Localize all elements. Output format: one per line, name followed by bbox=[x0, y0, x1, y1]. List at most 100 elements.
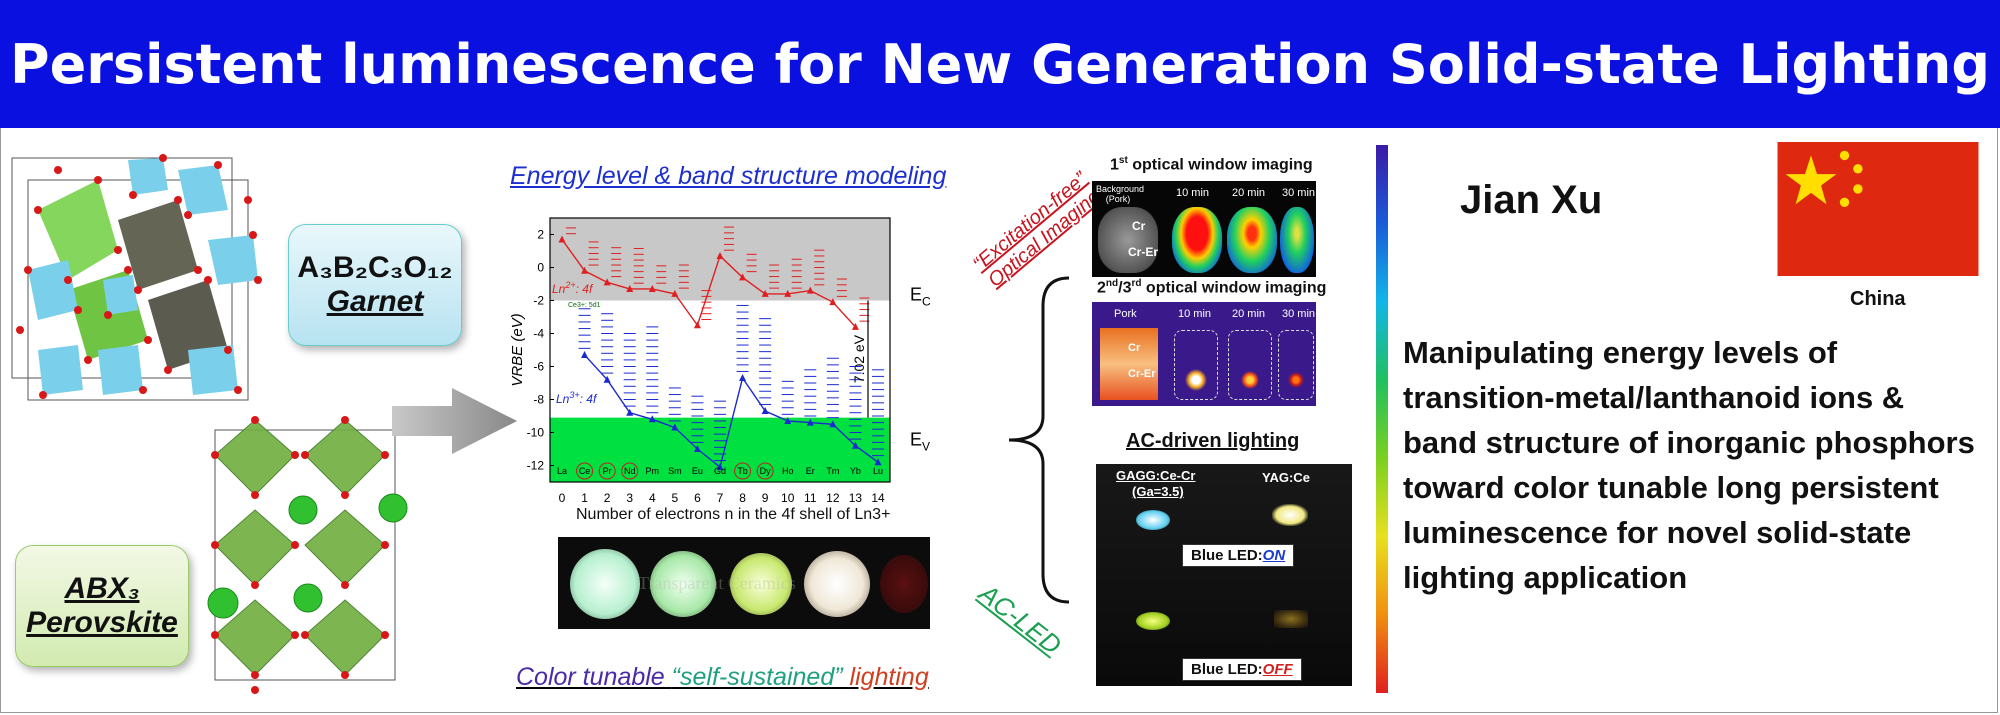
glow-sample-red bbox=[880, 555, 928, 613]
blue-led-off-tag: Blue LED:OFF bbox=[1182, 658, 1302, 681]
curly-brace-icon bbox=[1008, 276, 1070, 604]
window23-marker-cr: Cr bbox=[1128, 342, 1141, 354]
ion-label-12: Tm bbox=[826, 466, 839, 476]
glow-caption: Transparent Ceramics bbox=[638, 573, 796, 593]
x-tick-13: 13 bbox=[849, 491, 863, 505]
caption-part-1: Color tunable bbox=[516, 663, 672, 691]
rainbow-divider bbox=[1376, 145, 1388, 693]
window1-30min-heatmap bbox=[1280, 207, 1314, 273]
conduction-band-label: EC bbox=[910, 285, 931, 309]
window1-marker-crer: Cr-Er bbox=[1128, 245, 1159, 259]
vrbe-chart: 20-2-4-6-8-10-120La1Ce2Pr3Nd4Pm5Sm6Eu7Gd… bbox=[510, 217, 931, 505]
x-tick-7: 7 bbox=[717, 491, 724, 505]
caption-part-2: “self-sustained” bbox=[671, 663, 843, 691]
ion-label-1: Ce bbox=[579, 466, 591, 476]
y-axis-label: VRBE (eV) bbox=[510, 313, 526, 386]
series-point-0-6 bbox=[693, 321, 701, 329]
garnet-name: Garnet bbox=[326, 285, 424, 318]
series-point-0-10 bbox=[784, 289, 792, 297]
ion-label-4: Pm bbox=[646, 466, 660, 476]
perovskite-formula: ABX₃ bbox=[64, 572, 140, 605]
series-point-1-12 bbox=[829, 420, 837, 428]
content-frame bbox=[0, 128, 1998, 713]
x-tick-14: 14 bbox=[871, 491, 885, 505]
x-tick-11: 11 bbox=[804, 491, 817, 505]
ion-label-2: Pr bbox=[603, 466, 612, 476]
perovskite-crystal-image bbox=[211, 416, 408, 694]
ion-circle-9 bbox=[756, 462, 774, 480]
series-point-1-9 bbox=[761, 407, 769, 415]
ion-circle-8 bbox=[734, 462, 752, 480]
series-point-1-2 bbox=[603, 375, 611, 383]
ln3-series-label: Ln3+: 4f bbox=[556, 390, 598, 406]
ac-on-sample2-glow bbox=[1272, 504, 1308, 526]
window1-imaging-panel: Background (Pork) 10 min 20 min 30 min C… bbox=[1092, 181, 1316, 277]
window23-imaging-panel: Pork 10 min 20 min 30 min Cr Cr-Er bbox=[1092, 302, 1316, 406]
series-point-0-5 bbox=[671, 289, 679, 297]
band-gap-label: 7.02 eV bbox=[851, 334, 867, 383]
ion-label-3: Nd bbox=[624, 466, 636, 476]
band-gap-region bbox=[550, 300, 890, 418]
series-point-0-13 bbox=[851, 322, 859, 330]
y-tick-5: -8 bbox=[533, 393, 544, 407]
series-point-1-8 bbox=[739, 374, 747, 382]
series-point-0-1 bbox=[581, 266, 589, 274]
ac-off-sample1-glow bbox=[1136, 612, 1170, 630]
y-tick-6: -10 bbox=[527, 426, 545, 440]
series-point-1-1 bbox=[581, 350, 589, 358]
window23-pork-sample bbox=[1100, 328, 1158, 400]
right-arrow-icon bbox=[392, 388, 517, 454]
series-line-0 bbox=[561, 239, 856, 328]
ce-5d-annotation: Ce3+: 5d1 bbox=[568, 302, 601, 309]
y-tick-7: -12 bbox=[527, 459, 545, 473]
series-point-0-7 bbox=[716, 251, 724, 259]
plot-frame bbox=[549, 217, 891, 483]
country-label: China bbox=[1850, 288, 1906, 310]
series-point-0-12 bbox=[829, 298, 837, 306]
x-tick-9: 9 bbox=[762, 491, 769, 505]
perovskite-a-site-ion bbox=[207, 587, 239, 619]
valence-band-region bbox=[550, 417, 890, 482]
ion-label-10: Ho bbox=[782, 466, 794, 476]
ac-lighting-panel: GAGG:Ce-Cr (Ga=3.5) YAG:Ce Blue LED:ON B… bbox=[1096, 464, 1352, 686]
series-point-1-10 bbox=[784, 416, 792, 424]
ion-label-13: Yb bbox=[850, 466, 861, 476]
window1-label-2: 20 min bbox=[1232, 187, 1266, 199]
window23-title: 2nd/3rd optical window imaging bbox=[1097, 278, 1327, 297]
y-tick-0: 2 bbox=[537, 228, 544, 242]
china-flag-icon bbox=[1777, 142, 1979, 276]
series-point-1-3 bbox=[626, 408, 634, 416]
series-point-0-0 bbox=[558, 235, 566, 243]
series-point-1-4 bbox=[648, 415, 656, 423]
series-point-0-4 bbox=[648, 284, 656, 292]
color-tunable-caption: Color tunable “self-sustained” lighting bbox=[516, 663, 929, 692]
glow-sample-white bbox=[804, 551, 870, 617]
glow-sample-yellowgreen bbox=[730, 553, 792, 615]
glow-sample-lightgreen bbox=[650, 551, 716, 617]
ion-label-7: Gd bbox=[714, 466, 726, 476]
series-point-0-11 bbox=[806, 286, 814, 294]
ac-on-sample1-glow bbox=[1136, 510, 1170, 530]
x-tick-0: 0 bbox=[559, 491, 566, 505]
garnet-label-box: A₃B₂C₃O₁₂ Garnet bbox=[288, 224, 462, 346]
series-point-1-13 bbox=[851, 441, 859, 449]
y-tick-2: -2 bbox=[533, 294, 544, 308]
window1-label-0: Background (Pork) bbox=[1096, 184, 1145, 204]
ion-circle-1 bbox=[576, 462, 594, 480]
window23-label-1: 10 min bbox=[1178, 308, 1212, 320]
research-description: Manipulating energy levels of transition… bbox=[1403, 335, 1975, 595]
window23-10min-sample bbox=[1174, 330, 1218, 400]
garnet-crystal-image bbox=[11, 154, 262, 401]
window23-20min-sample bbox=[1228, 330, 1272, 400]
title-banner: Persistent luminescence for New Generati… bbox=[0, 0, 2000, 128]
author-name: Jian Xu bbox=[1460, 178, 1603, 222]
window1-20min-heatmap bbox=[1227, 207, 1277, 273]
y-tick-1: 0 bbox=[537, 261, 544, 275]
series-point-1-7 bbox=[716, 463, 724, 471]
series-point-0-8 bbox=[739, 273, 747, 281]
ion-circle-2 bbox=[598, 462, 616, 480]
window1-label-3: 30 min bbox=[1282, 187, 1316, 199]
x-tick-8: 8 bbox=[739, 491, 746, 505]
series-point-0-3 bbox=[626, 284, 634, 292]
energy-modeling-heading: Energy level & band structure modeling bbox=[510, 162, 947, 190]
